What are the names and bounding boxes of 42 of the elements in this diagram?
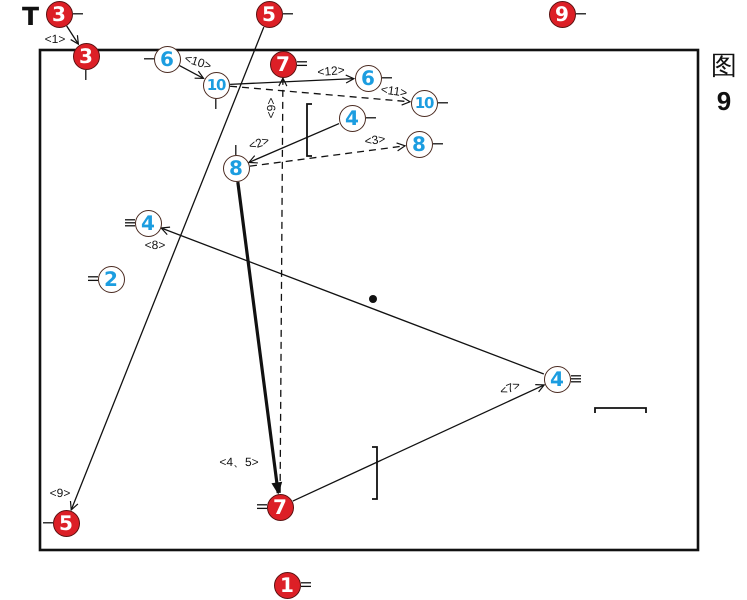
numbered-circle: 4	[338, 104, 366, 132]
numbered-circle: 8	[406, 130, 432, 158]
arrow	[179, 65, 204, 79]
arrow	[70, 26, 264, 510]
edge-label: <2>	[247, 134, 271, 152]
letter-label: T	[22, 7, 40, 27]
numbered-circle: 3	[46, 0, 72, 28]
edge-label: <6>	[265, 98, 277, 118]
arrow	[248, 122, 340, 164]
numbered-circle: 8	[222, 154, 250, 182]
numbered-circle: 1	[274, 572, 300, 598]
arrow	[66, 26, 79, 45]
figure-number: 图9	[710, 49, 738, 118]
numbered-circle: 4	[544, 366, 570, 392]
numbered-circle: 6	[354, 64, 382, 92]
edge-label: <8>	[144, 239, 166, 251]
arrow	[292, 384, 545, 502]
dashed-arrow	[278, 78, 288, 493]
numbered-circle: 10	[410, 90, 438, 116]
edge-label: <9>	[50, 487, 70, 499]
edge-label: <12>	[316, 64, 346, 78]
edge-label: <7>	[498, 378, 522, 398]
edge-label: <4、5>	[219, 456, 259, 468]
dashed-arrow	[230, 86, 411, 106]
numbered-circle: 2	[98, 266, 124, 292]
edge-label: <11>	[380, 83, 408, 99]
thick-arrow	[236, 182, 282, 494]
arrow	[160, 226, 544, 375]
numbered-circle: 10	[202, 72, 230, 98]
numbered-circle: 6	[154, 46, 180, 72]
dashed-arrow	[250, 142, 406, 167]
numbered-circle: 7	[270, 50, 296, 78]
numbered-circle: 5	[256, 0, 282, 28]
numbered-circle: 3	[72, 42, 100, 70]
edge-label: <3>	[364, 132, 386, 148]
numbered-circle: 5	[52, 510, 80, 536]
numbered-circle: 4	[134, 210, 162, 236]
numbered-circle: 9	[548, 0, 576, 28]
arrow	[230, 74, 355, 85]
edge-label: <10>	[183, 52, 213, 72]
numbered-circle: 7	[266, 494, 294, 520]
edge-label: <1>	[44, 33, 66, 45]
